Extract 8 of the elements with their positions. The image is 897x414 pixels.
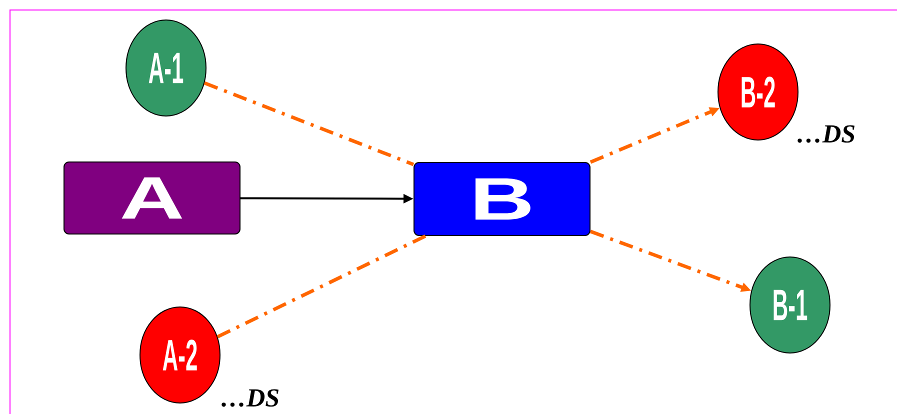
circle-node: B-2 — [718, 44, 798, 140]
note-text: …DS — [222, 389, 279, 407]
circle-node: A-1 — [126, 20, 206, 116]
note-text: …DS — [798, 125, 855, 143]
process-box: A — [64, 161, 240, 234]
circle-node: B-1 — [750, 256, 830, 354]
process-box: B — [414, 162, 590, 236]
circle-node: A-2 — [140, 306, 220, 404]
